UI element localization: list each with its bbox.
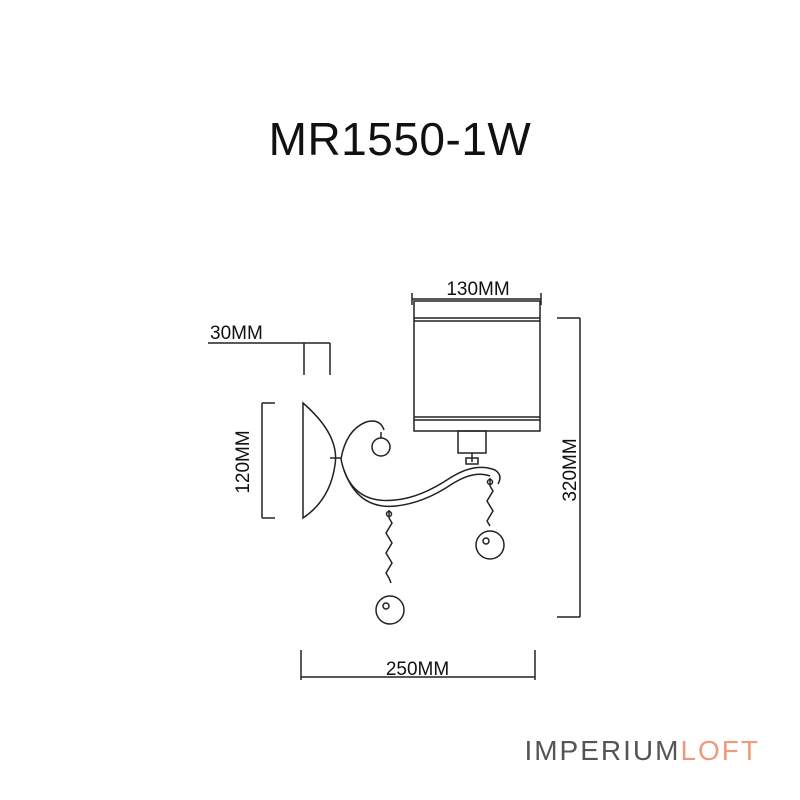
dim-line-backplate-height [261, 402, 275, 519]
total-height-label: 320MM [560, 438, 581, 502]
brand-part-1: IMPERIUM [524, 735, 681, 766]
crystal-chain-left [375, 510, 405, 625]
crystal-chain-right [475, 478, 505, 560]
backplate [302, 401, 337, 520]
lamp-socket [457, 430, 487, 465]
brand-part-2: LOFT [680, 735, 760, 766]
backplate-height-label: 120MM [233, 430, 254, 494]
product-title: MR1550-1W [268, 113, 532, 165]
shade-width-label: 130MM [446, 279, 510, 300]
dim-line-depth [208, 342, 331, 375]
lamp-shade [413, 300, 541, 432]
total-width-label: 250MM [385, 659, 450, 680]
brand-logo: IMPERIUMLOFT [524, 735, 760, 767]
crystal-small [371, 432, 391, 457]
dim-line-total-height [557, 317, 581, 618]
dim-line-shade-width [411, 293, 542, 305]
dim-line-total-width [300, 650, 536, 680]
depth-label: 30MM [210, 323, 263, 344]
curved-arm [340, 420, 501, 508]
